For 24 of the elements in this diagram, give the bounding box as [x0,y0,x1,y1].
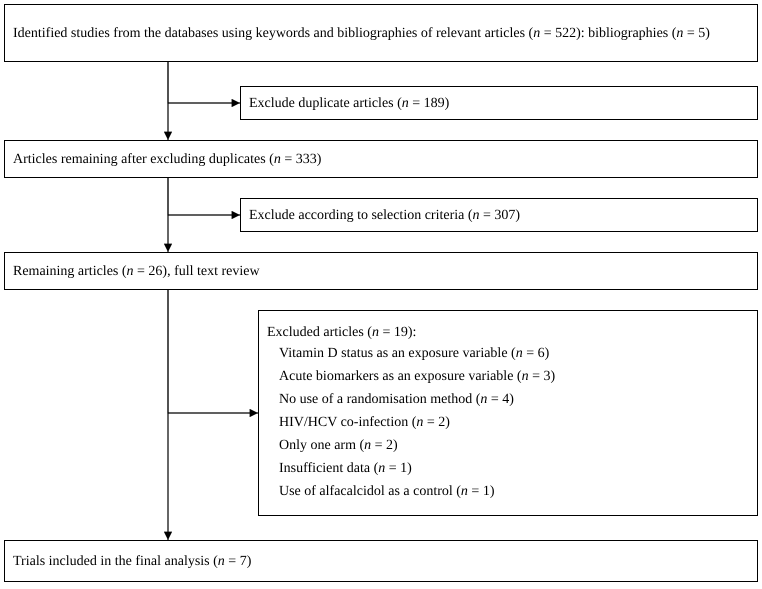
process-box [4,252,758,290]
list-item: Only one arm (n = 2) [278,437,399,455]
process-box [258,310,758,516]
list-item: HIV/HCV co-infection (n = 2) [278,414,451,432]
box-text: Exclude according to selection criteria (n = 307) [249,206,522,224]
box-text: Articles remaining after excluding duplicates (n = 333) [13,150,322,168]
box-text: Remaining articles (n = 26), full text review [13,262,261,280]
list-item: Acute biomarkers as an exposure variable (n = 3) [278,368,556,386]
list-item: Use of alfacalcidol as a control (n = 1) [278,483,496,501]
process-box [4,140,758,178]
box-text: Exclude duplicate articles (n = 189) [249,94,450,112]
list-item: Vitamin D status as an exposure variable (n = 6) [278,345,550,363]
list-item: No use of a randomisation method (n = 4) [278,391,515,409]
process-box [4,4,758,62]
box-text: Identified studies from the databases using keywords and bibliographies of relevant articles (n = 522): bibliographies (n = 5) [13,24,711,42]
list-item: Insufficient data (n = 1) [278,460,413,478]
box-text: Trials included in the final analysis (n = 7) [13,552,252,570]
process-box [240,198,758,232]
arrow [167,62,240,108]
process-box [4,540,758,582]
arrow [167,290,258,418]
process-box [240,86,758,120]
box-text: Excluded articles (n = 19): [267,324,418,342]
arrow [167,178,240,220]
